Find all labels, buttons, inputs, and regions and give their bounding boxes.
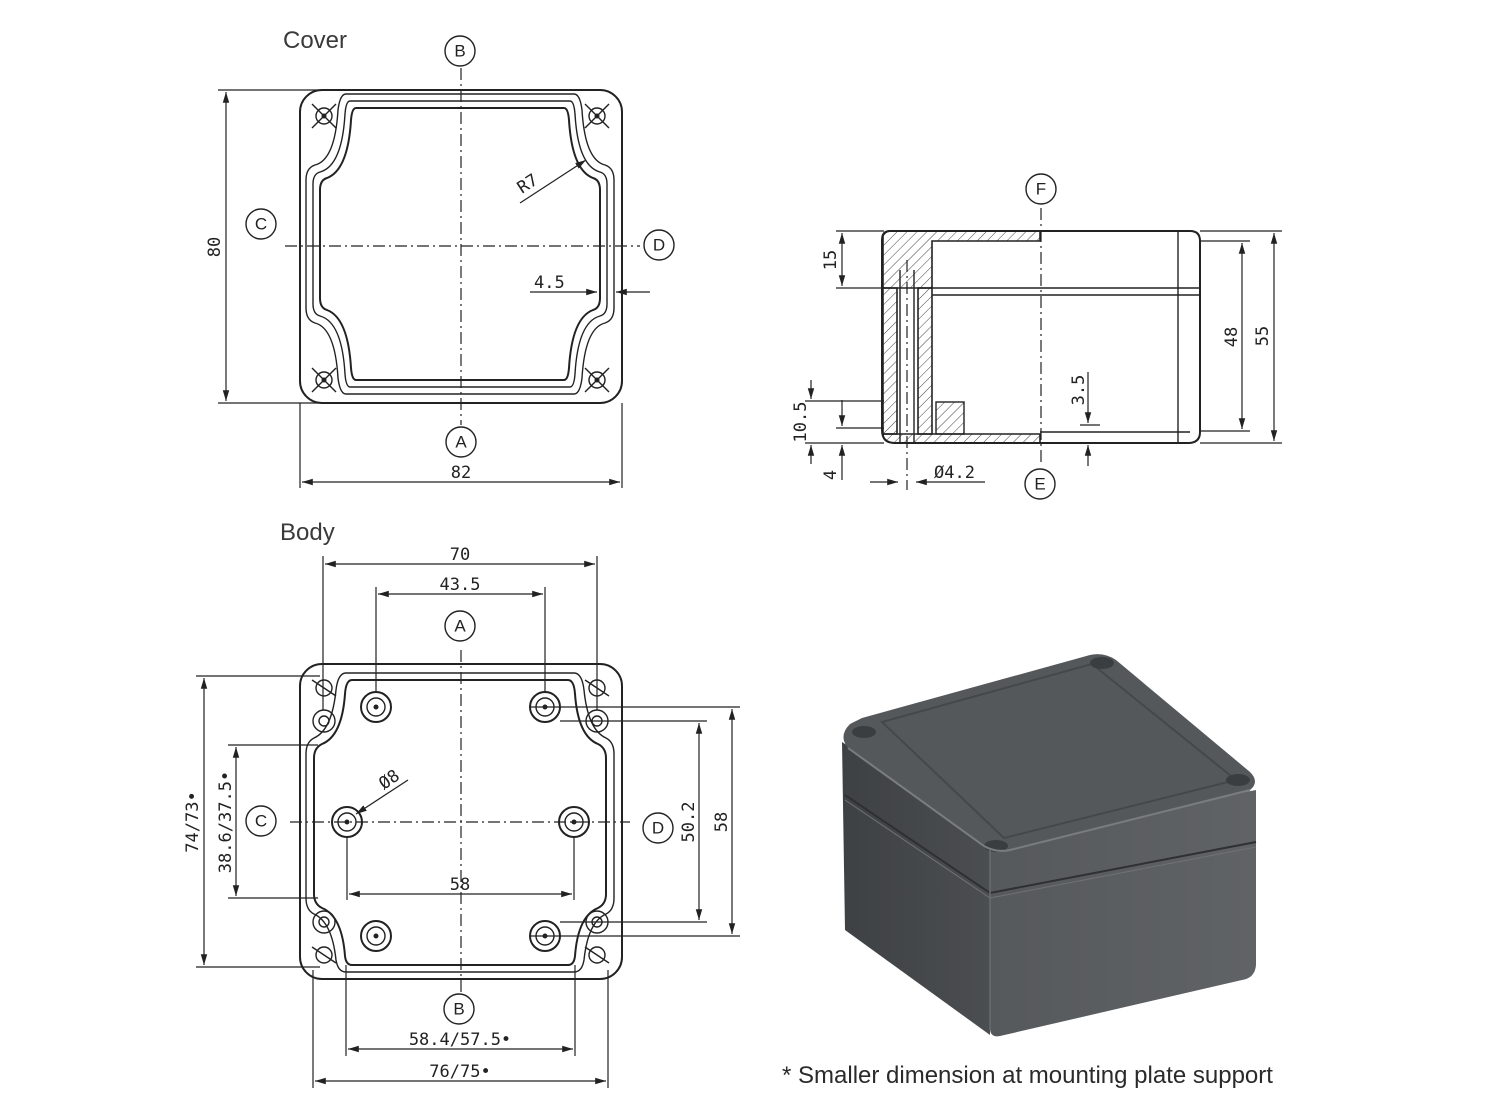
body-inner-span-value: 58 <box>450 875 470 895</box>
section-cover-height-value: 15 <box>821 250 841 270</box>
cover-screw-br <box>584 367 610 393</box>
body-bottom-inner-value: 58.4/57.5• <box>409 1030 511 1050</box>
svg-text:C: C <box>255 215 267 234</box>
body-label-c: C <box>245 805 277 837</box>
section-label-f: F <box>1025 173 1057 205</box>
svg-text:D: D <box>653 236 665 255</box>
body-label-b: B <box>443 993 475 1025</box>
body-label-d: D <box>642 812 674 844</box>
cover-screw-bl <box>311 367 337 393</box>
section-cover-hatch <box>882 230 1041 289</box>
cover-height-value: 80 <box>205 237 225 257</box>
cover-view: Cover B A <box>205 27 675 488</box>
body-view: Body A B C <box>183 519 740 1088</box>
cover-label-c: C <box>245 208 277 240</box>
cover-radius-value: R7 <box>514 170 542 198</box>
enclosure-3d-render <box>842 654 1257 1037</box>
svg-text:E: E <box>1034 475 1045 494</box>
cover-groove-outer <box>305 93 615 395</box>
section-hole-value: Ø4.2 <box>934 463 975 483</box>
body-right-inner-value: 50.2 <box>679 802 699 843</box>
svg-text:D: D <box>652 819 664 838</box>
body-boss-5 <box>360 920 392 952</box>
section-wall-hatch <box>882 287 898 435</box>
section-view: F E 15 10.5 4 Ø4.2 3.5 48 <box>791 173 1282 500</box>
enclosure-right-face <box>990 790 1256 1037</box>
section-lower-height-value: 10.5 <box>791 402 811 443</box>
cover-radius-leader <box>519 159 587 204</box>
svg-text:F: F <box>1036 180 1046 199</box>
section-total-height-value: 55 <box>1253 326 1273 346</box>
section-label-e: E <box>1024 468 1056 500</box>
cover-groove-mid <box>312 100 608 388</box>
svg-text:C: C <box>255 812 267 831</box>
cover-inner-cavity <box>319 107 601 381</box>
svg-text:B: B <box>453 1000 464 1019</box>
body-flange <box>305 672 615 973</box>
body-right-outer-value: 58 <box>712 812 732 832</box>
cover-width-value: 82 <box>451 463 471 483</box>
section-inner-height-value: 48 <box>1222 327 1242 347</box>
cover-label-b: B <box>444 35 476 67</box>
body-bottom-outer-value: 76/75• <box>429 1062 490 1082</box>
body-hole-spacing-value: 43.5 <box>440 575 481 595</box>
cover-label-d: D <box>643 229 675 261</box>
body-inner-height-value: 38.6/37.5• <box>216 771 236 873</box>
body-cavity <box>313 679 607 966</box>
body-corner-hole-bl <box>311 910 337 964</box>
section-bottom-hatch <box>882 433 1041 444</box>
body-title: Body <box>280 519 335 546</box>
section-base-value: 4 <box>821 470 841 480</box>
cover-label-a: A <box>445 426 477 458</box>
cover-screw-tr <box>584 103 610 129</box>
cover-wall-value: 4.5 <box>534 273 565 293</box>
svg-text:A: A <box>454 617 466 636</box>
section-boss-value: 3.5 <box>1069 375 1089 406</box>
enclosure-left-face <box>842 742 990 1035</box>
footnote: * Smaller dimension at mounting plate su… <box>782 1062 1273 1089</box>
svg-text:A: A <box>455 433 467 452</box>
body-label-a: A <box>444 610 476 642</box>
body-corner-hole-tl <box>311 679 337 733</box>
body-outer-height-value: 74/73• <box>183 791 203 852</box>
body-width70-value: 70 <box>450 545 470 565</box>
cover-title: Cover <box>283 27 347 54</box>
body-boss-dia-value: Ø8 <box>375 766 403 794</box>
body-boss-1 <box>360 691 392 723</box>
svg-text:B: B <box>454 42 465 61</box>
cover-screw-tl <box>311 103 337 129</box>
